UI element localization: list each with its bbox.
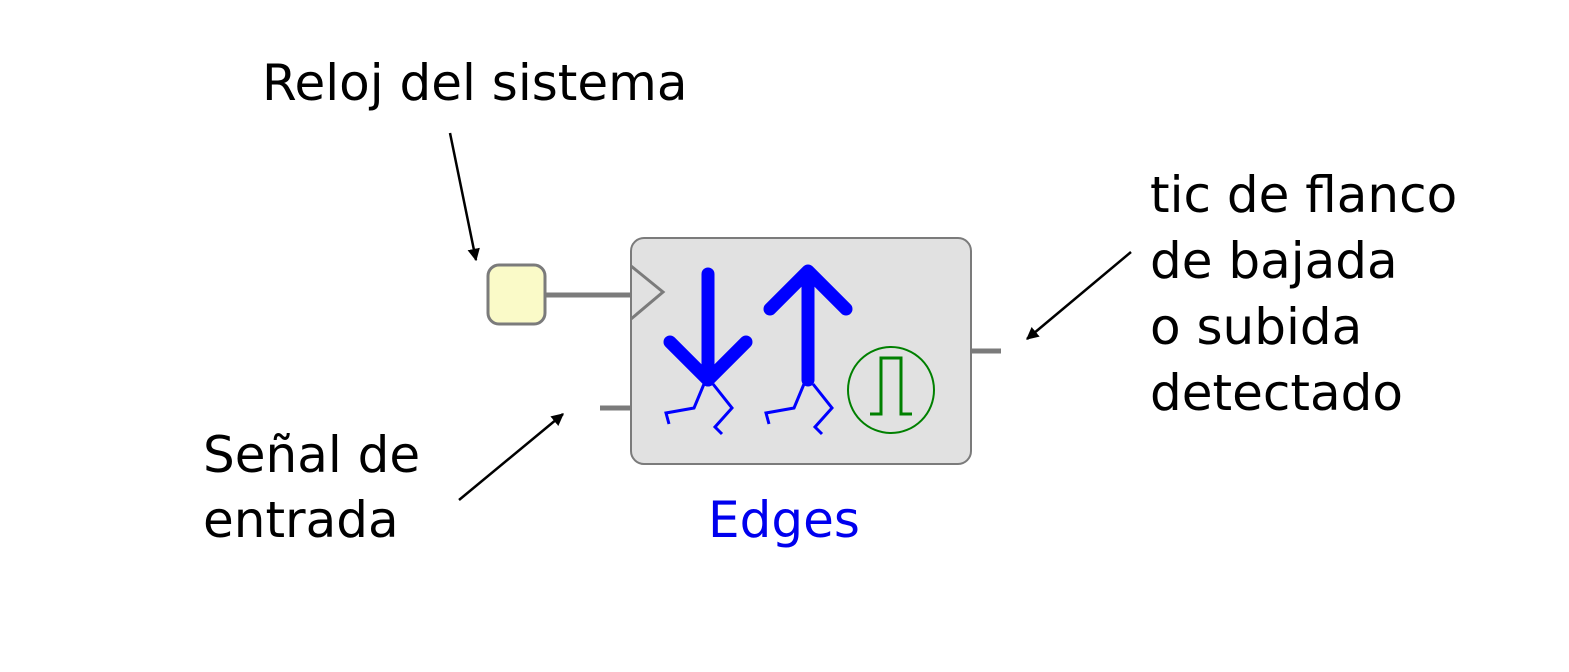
clock-annotation-label: Reloj del sistema xyxy=(262,54,688,112)
input-annotation-label-line2: entrada xyxy=(203,491,399,549)
output-annotation-label-line1: tic de flanco xyxy=(1150,166,1457,224)
edges-block-body[interactable] xyxy=(630,237,972,465)
falling-edge-arrow-icon xyxy=(663,267,753,436)
pulse-icon xyxy=(847,346,935,434)
edges-block[interactable] xyxy=(630,237,972,465)
input-annotation-label-line1: Señal de xyxy=(203,426,420,484)
clock-triangle-icon xyxy=(630,264,666,321)
output-annotation-label-line3: o subida xyxy=(1150,298,1362,356)
rising-edge-arrow-icon xyxy=(763,264,853,436)
input-annotation-arrow xyxy=(458,413,564,501)
clock-annotation-arrow xyxy=(448,132,480,262)
output-annotation-label-line4: detectado xyxy=(1150,364,1403,422)
block-name-label: Edges xyxy=(708,491,860,549)
output-annotation-label-line2: de bajada xyxy=(1150,232,1398,290)
output-annotation-arrow xyxy=(1026,251,1132,340)
clock-input-port[interactable] xyxy=(486,263,547,326)
